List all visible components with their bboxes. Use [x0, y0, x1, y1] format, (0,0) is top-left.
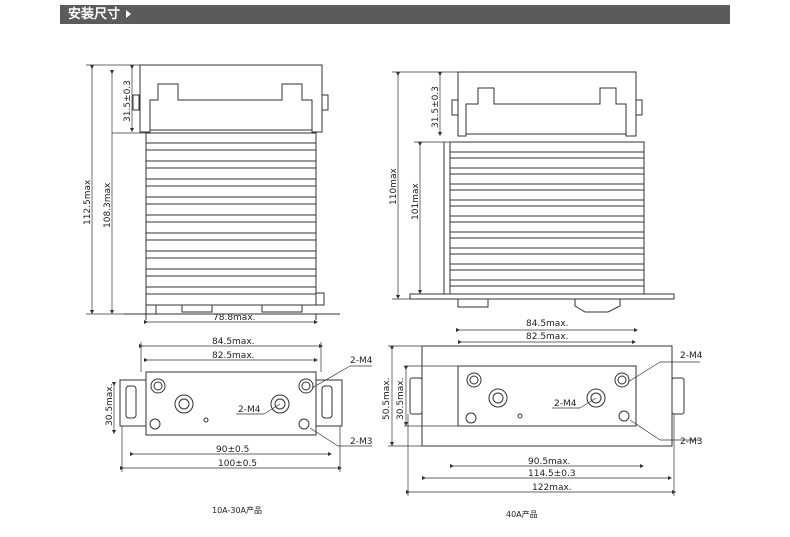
left-dim-width-outer: 84.5max. — [212, 337, 255, 347]
left-dim-hole-pitch: 90±0.5 — [216, 445, 249, 455]
right-dim-width-outer: 84.5max. — [526, 319, 569, 329]
left-front-view — [124, 64, 340, 320]
left-caption: 10A-30A产品 — [212, 505, 262, 515]
left-callout-m3: 2-M3 — [350, 437, 372, 447]
left-dim-height-total: 112.5max — [83, 179, 93, 225]
right-front-dimensions — [392, 71, 458, 300]
right-dim-height-total: 110max — [389, 168, 399, 205]
left-top-dimensions — [111, 342, 372, 472]
section-title: 安装尺寸 — [68, 7, 121, 22]
right-dim-top-cover: 31.5±0.3 — [431, 86, 441, 128]
right-heatsink-fins — [450, 151, 644, 287]
left-dim-total-length: 100±0.5 — [218, 459, 257, 469]
left-top-view — [119, 371, 343, 436]
right-dim-width-inner: 82.5max. — [526, 332, 569, 342]
left-callout-m4-a: 2-M4 — [350, 356, 373, 366]
left-dim-height-body: 108.3max — [103, 182, 113, 228]
right-dim-mount-pitch: 114.5±0.3 — [528, 469, 576, 479]
left-dim-depth: 78.8max. — [213, 313, 256, 323]
left-heatsink-fins — [146, 142, 316, 295]
right-dim-total-length: 122max. — [532, 483, 572, 493]
right-dim-height-inner: 30.5max. — [396, 377, 406, 420]
right-top-view — [409, 345, 685, 447]
right-top-dimensions — [388, 327, 700, 496]
right-front-view — [409, 71, 675, 313]
right-dim-hole-pitch: 90.5max. — [528, 457, 571, 467]
left-callout-m4-b: 2-M4 — [238, 405, 261, 415]
right-caption: 40A产品 — [506, 509, 538, 519]
arrow-right-icon — [126, 10, 131, 18]
section-header: 安装尺寸 — [60, 5, 730, 24]
right-callout-m4-b: 2-M4 — [554, 399, 577, 409]
left-dim-top-cover: 31.5±0.3 — [123, 80, 133, 122]
right-dim-body-height: 101max — [411, 183, 421, 220]
left-front-dimensions — [86, 64, 319, 325]
right-callout-m3: 2-M3 — [680, 437, 702, 447]
left-dim-side-height: 30.5max. — [105, 383, 115, 426]
right-callout-m4-a: 2-M4 — [680, 351, 703, 361]
right-dim-height-outer: 50.5max. — [382, 377, 392, 420]
left-dim-width-inner: 82.5max. — [212, 351, 255, 361]
